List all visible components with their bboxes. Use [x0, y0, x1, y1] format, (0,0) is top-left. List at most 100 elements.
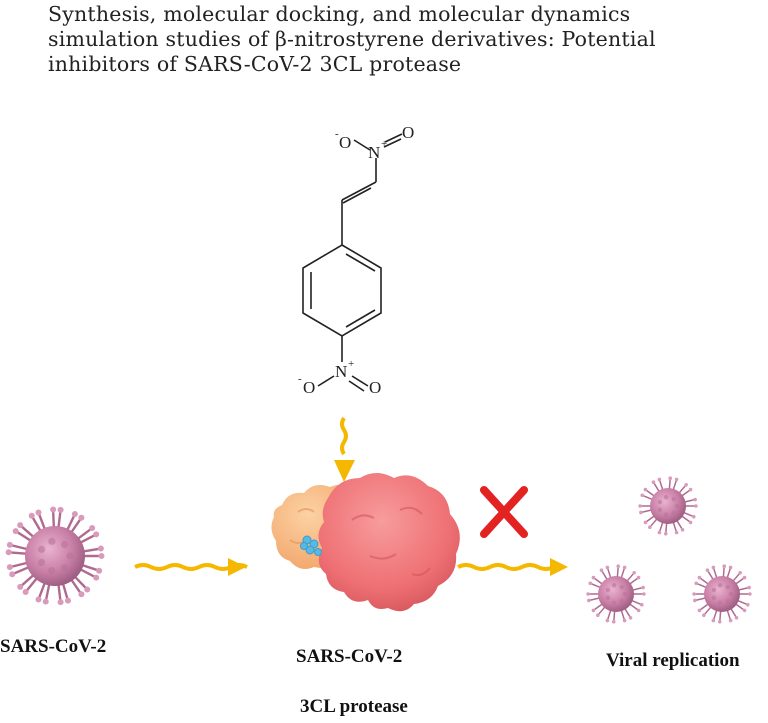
protease-label-line-2: 3CL protease [300, 696, 408, 717]
virus-spike-tip [702, 613, 706, 617]
virus-spike-tip [711, 618, 716, 623]
paper-title: Synthesis, molecular docking, and molecu… [48, 2, 763, 77]
virus-body [650, 488, 686, 524]
virus-spike-tip [693, 598, 697, 603]
virus-spike-tip [611, 620, 616, 624]
virus-spike-tip [642, 592, 646, 596]
virus-texture [663, 512, 669, 517]
virus-spike-tip [711, 565, 716, 570]
virus-spike-tip [35, 596, 42, 603]
virus-spike-tip [693, 497, 697, 502]
virus-texture [611, 600, 617, 605]
virus-spike-tip [697, 575, 702, 580]
virus-spike-tip [35, 509, 42, 516]
virus-spike-tip [688, 487, 693, 492]
virus-icon-small-right [692, 564, 752, 624]
virus-spike-tip [639, 510, 643, 515]
virus-spike-tip [98, 553, 105, 559]
virus-spike-tip [93, 531, 100, 538]
virus-spike-tip [632, 571, 636, 575]
charge-plus-bottom: + [348, 358, 354, 370]
virus-spike-tip [622, 565, 627, 570]
bond-n-o-bottom-right-double [348, 380, 365, 392]
virus-texture [674, 503, 680, 509]
bond-n-o-bottom-left [317, 375, 335, 387]
benzene-ring [302, 244, 382, 337]
virus-spike-tip [6, 564, 13, 571]
virus-body [25, 526, 85, 586]
virus-spike-tip [640, 493, 645, 498]
virus-spike-tip [64, 597, 71, 604]
virus-spike-tip [71, 510, 78, 517]
bond-n-o-bottom-right [351, 375, 369, 387]
virus-spike-tip [691, 514, 696, 519]
atom-labels: O - N + O N + O - O [298, 123, 414, 397]
virus-spike-tip [628, 616, 633, 620]
virus-texture [711, 587, 717, 593]
virus-spike-tip [93, 574, 100, 581]
atom-o-bottom-right: O [369, 378, 381, 397]
virus-texture [657, 499, 663, 505]
virus-spike-tip [722, 564, 727, 568]
virus-spike-tip [728, 618, 733, 623]
virus-texture [605, 587, 611, 593]
bond-n-o-top-right-double [383, 138, 402, 148]
virus-spike-tip [639, 602, 644, 607]
virus-texture [671, 496, 676, 502]
virus-texture [622, 591, 628, 597]
virus-spike-tip [591, 608, 596, 613]
virus-spike-tip [657, 477, 662, 482]
virus-texture [717, 600, 723, 605]
virus-spike-tip [717, 620, 722, 624]
virus-spike-tip [748, 592, 752, 596]
title-line-2: simulation studies of β-nitrostyrene der… [48, 27, 656, 51]
virus-spike-tip [674, 477, 679, 482]
virus-spike-tip [586, 592, 590, 596]
virus-spike-tip [78, 514, 85, 521]
virus-texture [728, 591, 734, 597]
virus-spike-tip [17, 522, 24, 529]
virus-spike-tip [17, 583, 24, 590]
virus-spike-tip [6, 541, 13, 548]
virus-spike-tip [638, 504, 642, 508]
virus-spike-tip [616, 564, 621, 568]
atom-o-bottom-left: O [303, 378, 315, 397]
virus-spike-tip [745, 602, 750, 607]
virus-texture [47, 567, 56, 575]
virus-spike-tip [5, 549, 12, 556]
virus-spike-tip [588, 581, 593, 586]
virus-spike-tip [663, 532, 668, 536]
virus-spike-tip [651, 480, 656, 484]
virus-texture [725, 598, 730, 604]
virus-spike-tip [591, 575, 596, 580]
ligand-icon [300, 535, 322, 556]
replication-label: Viral replication [606, 650, 740, 671]
virus-texture [663, 495, 669, 500]
nitrostyrene-structure [302, 133, 403, 392]
virus-texture [60, 540, 69, 549]
virus-spike-tip [22, 589, 29, 596]
virus-spike-tip [622, 618, 627, 623]
virus-spike-tip [28, 512, 35, 519]
bond-vinyl [341, 181, 377, 201]
virus-spike-tip [697, 608, 702, 613]
virus-spike-tip [605, 618, 610, 623]
virus-spike-tip [42, 598, 49, 605]
virus-texture [37, 545, 46, 553]
virus-spike-tip [636, 575, 641, 580]
virus-spike-tip [57, 599, 64, 606]
virus-spike-tip [668, 476, 673, 480]
virus-spike-tip [587, 598, 591, 603]
bond-vinyl-double [342, 187, 372, 204]
virus-texture [717, 583, 723, 588]
virus-icon-large [5, 506, 105, 606]
virus-spike-tip [742, 608, 747, 613]
virus-spike-tip [636, 608, 641, 613]
virus-spike-tip [97, 545, 104, 552]
virus-spike-tip [605, 565, 610, 570]
virus-spike-tip [688, 520, 693, 525]
ring-double-2 [345, 253, 376, 272]
virus-spike-tip [728, 565, 733, 570]
bond-o-n-top-left [353, 139, 371, 151]
